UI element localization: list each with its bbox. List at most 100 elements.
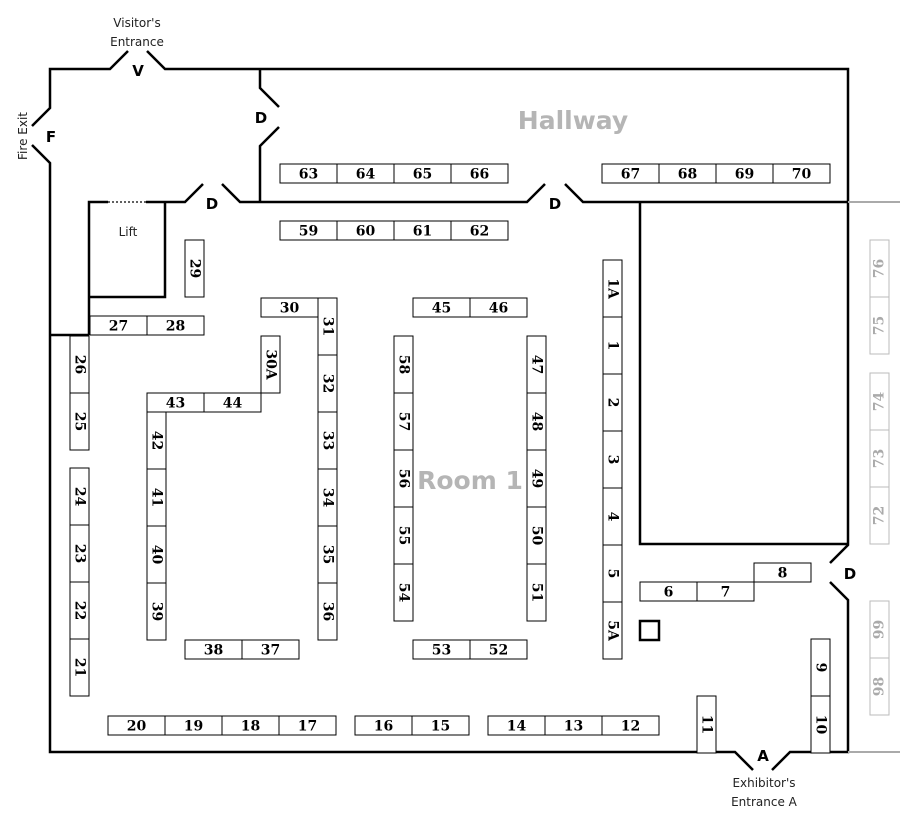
booth-99[interactable]: 99 [869, 600, 890, 659]
booth-35[interactable]: 35 [317, 525, 338, 584]
booth-66[interactable]: 66 [450, 163, 509, 184]
booth-4[interactable]: 4 [602, 487, 623, 546]
booth-label: 59 [299, 224, 318, 240]
booth-44[interactable]: 44 [203, 392, 262, 413]
booth-5a[interactable]: 5A [602, 601, 623, 660]
door-d-east: D [844, 565, 856, 583]
booth-56[interactable]: 56 [393, 449, 414, 508]
booth-6[interactable]: 6 [639, 581, 698, 602]
booth-8[interactable]: 8 [753, 562, 812, 583]
booth-29[interactable]: 29 [184, 239, 205, 298]
booth-label: 64 [356, 167, 376, 183]
booth-16[interactable]: 16 [354, 715, 413, 736]
booth-label: 30A [263, 349, 279, 380]
booth-34[interactable]: 34 [317, 468, 338, 527]
booth-42[interactable]: 42 [146, 411, 167, 470]
booth-22[interactable]: 22 [69, 581, 90, 640]
booth-30[interactable]: 30 [260, 297, 319, 318]
booth-25[interactable]: 25 [69, 392, 90, 451]
booth-10[interactable]: 10 [810, 695, 831, 754]
booth-label: 65 [413, 167, 432, 183]
booth-33[interactable]: 33 [317, 411, 338, 470]
booth-7[interactable]: 7 [696, 581, 755, 602]
booth-15[interactable]: 15 [411, 715, 470, 736]
booth-41[interactable]: 41 [146, 468, 167, 527]
booth-53[interactable]: 53 [412, 639, 471, 660]
booth-69[interactable]: 69 [715, 163, 774, 184]
booth-49[interactable]: 49 [526, 449, 547, 508]
booth-box [601, 715, 660, 736]
booth-28[interactable]: 28 [146, 315, 205, 336]
booth-box [69, 392, 90, 451]
booth-63[interactable]: 63 [279, 163, 338, 184]
booth-17[interactable]: 17 [278, 715, 337, 736]
booth-58[interactable]: 58 [393, 335, 414, 394]
booth-98[interactable]: 98 [869, 657, 890, 716]
booth-12[interactable]: 12 [601, 715, 660, 736]
booth-box [526, 563, 547, 622]
booth-box [69, 638, 90, 697]
booth-73[interactable]: 73 [869, 429, 890, 488]
booth-55[interactable]: 55 [393, 506, 414, 565]
booth-2[interactable]: 2 [602, 373, 623, 432]
booth-50[interactable]: 50 [526, 506, 547, 565]
booth-62[interactable]: 62 [450, 220, 509, 241]
booth-label: 56 [396, 469, 412, 488]
booth-61[interactable]: 61 [393, 220, 452, 241]
booth-74[interactable]: 74 [869, 372, 890, 431]
booth-1[interactable]: 1 [602, 316, 623, 375]
booth-21[interactable]: 21 [69, 638, 90, 697]
booth-box [278, 715, 337, 736]
booth-52[interactable]: 52 [469, 639, 528, 660]
booth-label: 29 [187, 259, 203, 278]
booth-14[interactable]: 14 [487, 715, 546, 736]
booth-72[interactable]: 72 [869, 486, 890, 545]
booth-18[interactable]: 18 [221, 715, 280, 736]
booth-label: 67 [621, 167, 640, 183]
booth-75[interactable]: 75 [869, 296, 890, 355]
booth-46[interactable]: 46 [469, 297, 528, 318]
booth-54[interactable]: 54 [393, 563, 414, 622]
booth-label: 61 [413, 224, 432, 240]
booth-box [869, 296, 890, 355]
booth-26[interactable]: 26 [69, 335, 90, 394]
booth-51[interactable]: 51 [526, 563, 547, 622]
booth-43[interactable]: 43 [146, 392, 205, 413]
booth-5[interactable]: 5 [602, 544, 623, 603]
booth-76[interactable]: 76 [869, 239, 890, 298]
booth-box [317, 582, 338, 641]
booth-11[interactable]: 11 [696, 695, 717, 754]
booth-3[interactable]: 3 [602, 430, 623, 489]
booth-65[interactable]: 65 [393, 163, 452, 184]
booth-27[interactable]: 27 [89, 315, 148, 336]
booth-40[interactable]: 40 [146, 525, 167, 584]
booth-31[interactable]: 31 [317, 297, 338, 356]
booth-37[interactable]: 37 [241, 639, 300, 660]
walls [31, 50, 900, 771]
booth-20[interactable]: 20 [107, 715, 166, 736]
booth-38[interactable]: 38 [184, 639, 243, 660]
booth-label: 5A [605, 620, 621, 642]
booth-19[interactable]: 19 [164, 715, 223, 736]
booth-32[interactable]: 32 [317, 354, 338, 413]
booth-box [696, 581, 755, 602]
booth-30a[interactable]: 30A [260, 335, 281, 394]
booth-70[interactable]: 70 [772, 163, 831, 184]
booth-36[interactable]: 36 [317, 582, 338, 641]
booth-48[interactable]: 48 [526, 392, 547, 451]
booth-13[interactable]: 13 [544, 715, 603, 736]
booth-68[interactable]: 68 [658, 163, 717, 184]
booth-67[interactable]: 67 [601, 163, 660, 184]
booth-47[interactable]: 47 [526, 335, 547, 394]
booth-39[interactable]: 39 [146, 582, 167, 641]
booth-57[interactable]: 57 [393, 392, 414, 451]
booth-59[interactable]: 59 [279, 220, 338, 241]
booth-23[interactable]: 23 [69, 524, 90, 583]
booth-64[interactable]: 64 [336, 163, 395, 184]
booth-60[interactable]: 60 [336, 220, 395, 241]
booth-1a[interactable]: 1A [602, 259, 623, 318]
booth-24[interactable]: 24 [69, 467, 90, 526]
booth-label: 53 [432, 643, 451, 659]
booth-9[interactable]: 9 [810, 638, 831, 697]
booth-45[interactable]: 45 [412, 297, 471, 318]
